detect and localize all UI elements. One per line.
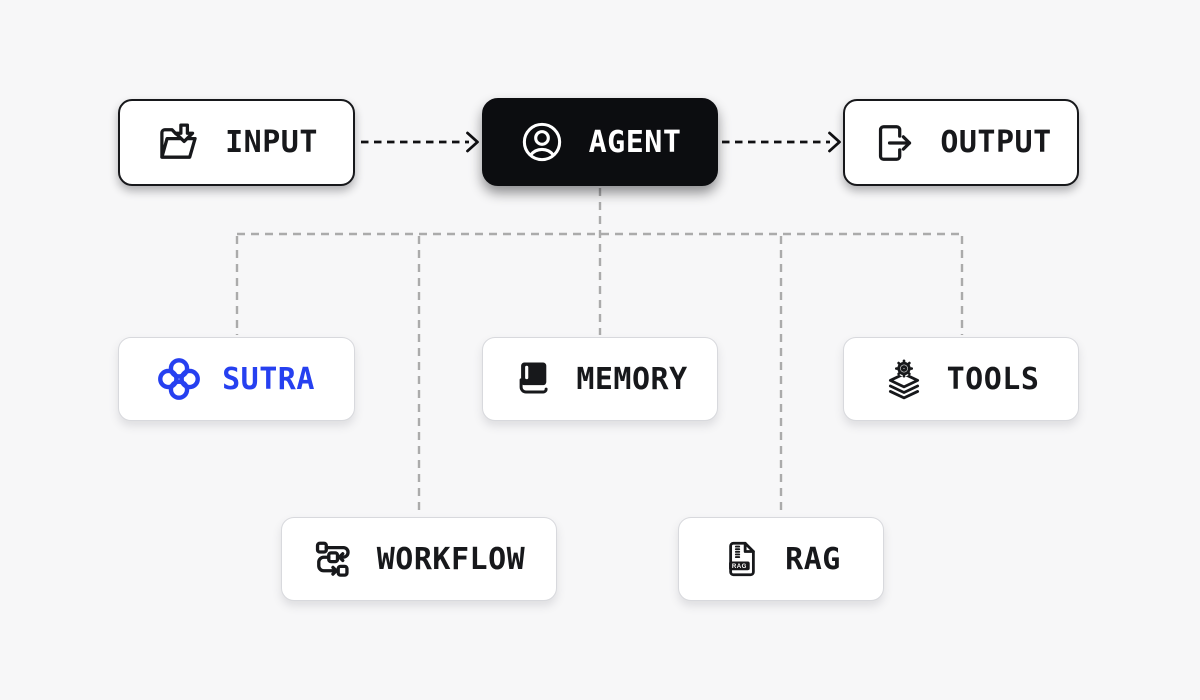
archive-file-icon: RAG <box>729 541 755 577</box>
book-icon <box>519 362 548 394</box>
file-badge-text: RAG <box>732 563 747 570</box>
node-label: AGENT <box>588 124 682 160</box>
flow-steps-icon <box>315 541 350 577</box>
node-output: OUTPUT <box>843 99 1079 186</box>
node-sutra: SUTRA <box>118 337 355 421</box>
folder-download-icon <box>160 123 197 159</box>
arrow-out-icon <box>879 124 912 161</box>
arrowhead-agent-output <box>828 131 841 153</box>
node-label: WORKFLOW <box>376 541 526 577</box>
node-tools: TOOLS <box>843 337 1079 421</box>
sutra-knot-icon <box>158 358 201 400</box>
node-label: RAG <box>785 541 841 577</box>
gear-layers-icon <box>888 359 919 400</box>
node-memory: MEMORY <box>482 337 718 421</box>
user-circle-icon <box>522 122 561 162</box>
node-label: INPUT <box>225 125 318 160</box>
node-label: TOOLS <box>946 361 1040 397</box>
node-label: SUTRA <box>222 361 315 397</box>
arrowhead-input-agent <box>466 131 479 153</box>
node-rag: RAG RAG <box>678 517 884 601</box>
node-label: OUTPUT <box>940 125 1052 160</box>
node-agent: AGENT <box>482 98 718 186</box>
node-workflow: WORKFLOW <box>281 517 557 601</box>
node-label: MEMORY <box>576 361 688 397</box>
node-input: INPUT <box>118 99 355 186</box>
